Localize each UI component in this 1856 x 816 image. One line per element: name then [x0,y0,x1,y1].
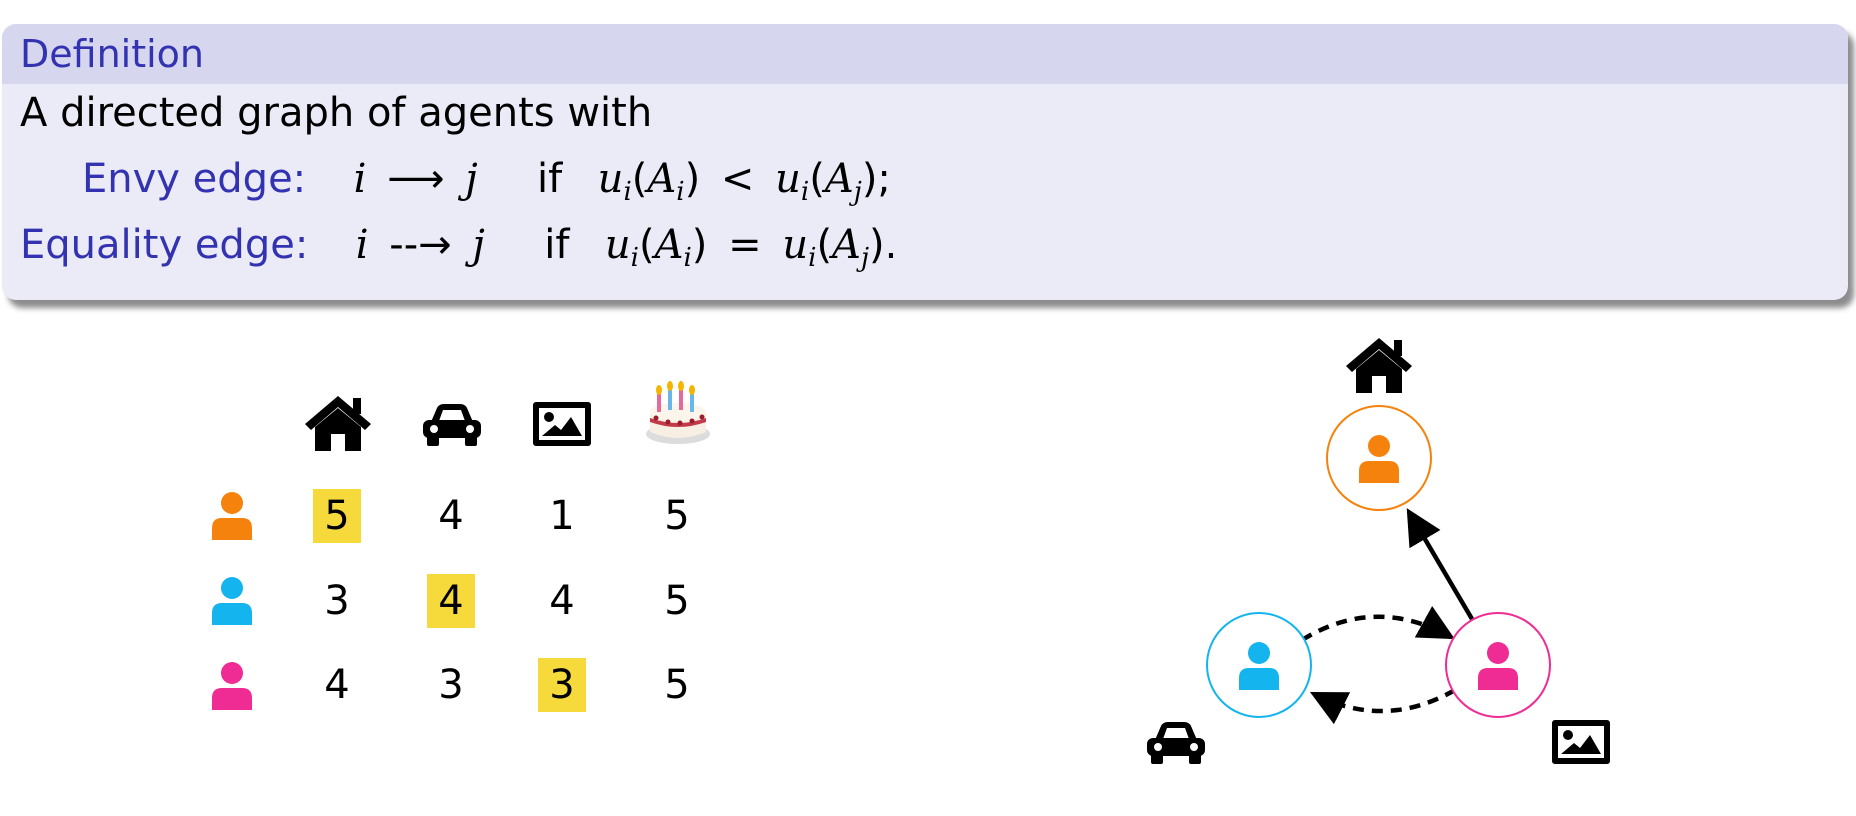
envy-A-left: A [647,156,677,202]
equality-arrow: --→ [389,222,452,268]
cell-blue-picture: 4 [549,578,575,624]
envy-arrow: ⟶ [387,156,445,202]
node-pink-person-icon [1478,642,1518,690]
envy-A-right: A [824,156,854,202]
node-orange [1326,405,1432,511]
envy-edge-line: Envy edge: i ⟶ j if ui(Ai) < ui(Aj); [82,156,891,207]
node-car-icon [1147,722,1205,764]
equality-j: j [472,222,485,268]
car-icon [423,404,481,446]
definition-title: Definition [2,24,1848,84]
cell-orange-house: 5 [313,489,361,543]
envy-j: j [465,156,478,202]
node-house-icon [1346,338,1412,393]
envy-i: i [353,156,367,202]
cell-blue-house: 3 [324,578,350,624]
equality-end: . [884,222,898,268]
envy-if: if [537,156,563,202]
node-picture-icon [1552,720,1610,764]
house-icon [305,396,371,451]
agent-blue-icon [212,577,252,625]
envy-relation: < [720,156,755,202]
cell-orange-cake: 5 [664,493,690,539]
envy-edge-label: Envy edge: [82,156,307,202]
envy-u-right-sub: i [800,177,810,207]
equality-u-left-sub: i [630,243,639,273]
cell-pink-picture: 3 [538,658,586,712]
cell-orange-car: 4 [438,493,464,539]
agent-orange-icon [212,492,252,540]
equality-if: if [544,222,570,268]
equality-edge-label: Equality edge: [20,222,309,268]
envy-end: ; [877,156,891,202]
node-blue [1206,612,1312,718]
envy-A-left-sub: i [676,177,685,207]
equality-u-right-sub: i [808,243,817,273]
equality-u-right: u [782,222,809,268]
node-orange-person-icon [1359,435,1399,483]
cell-pink-house: 4 [324,662,350,708]
node-blue-person-icon [1239,642,1279,690]
picture-icon [533,402,591,446]
equality-i: i [355,222,369,268]
equality-edge-blue-pink [1300,606,1455,642]
equality-A-right-sub: j [860,243,869,273]
equality-A-left: A [654,222,684,268]
agent-pink-icon [212,662,252,710]
cell-pink-car: 3 [438,662,464,708]
definition-block: Definition A directed graph of agents wi… [2,24,1848,300]
cell-orange-picture: 1 [549,493,575,539]
equality-u-left: u [604,222,631,268]
cell-blue-car: 4 [427,574,475,628]
equality-edge-pink-blue [1309,688,1457,725]
node-pink [1445,612,1551,718]
cell-blue-cake: 5 [664,578,690,624]
envy-edge-pink-orange [1406,508,1474,621]
equality-A-left-sub: i [683,243,692,273]
envy-A-right-sub: j [853,177,862,207]
envy-u-right: u [775,156,801,202]
cell-pink-cake: 5 [664,662,690,708]
envy-u-left-sub: i [623,177,632,207]
envy-u-left: u [597,156,624,202]
cake-icon [646,381,710,444]
equality-relation: = [728,222,762,268]
equality-A-right: A [832,222,861,268]
equality-edge-line: Equality edge: i --→ j if ui(Ai) = ui(Aj… [20,222,898,273]
definition-intro: A directed graph of agents with [20,90,653,136]
